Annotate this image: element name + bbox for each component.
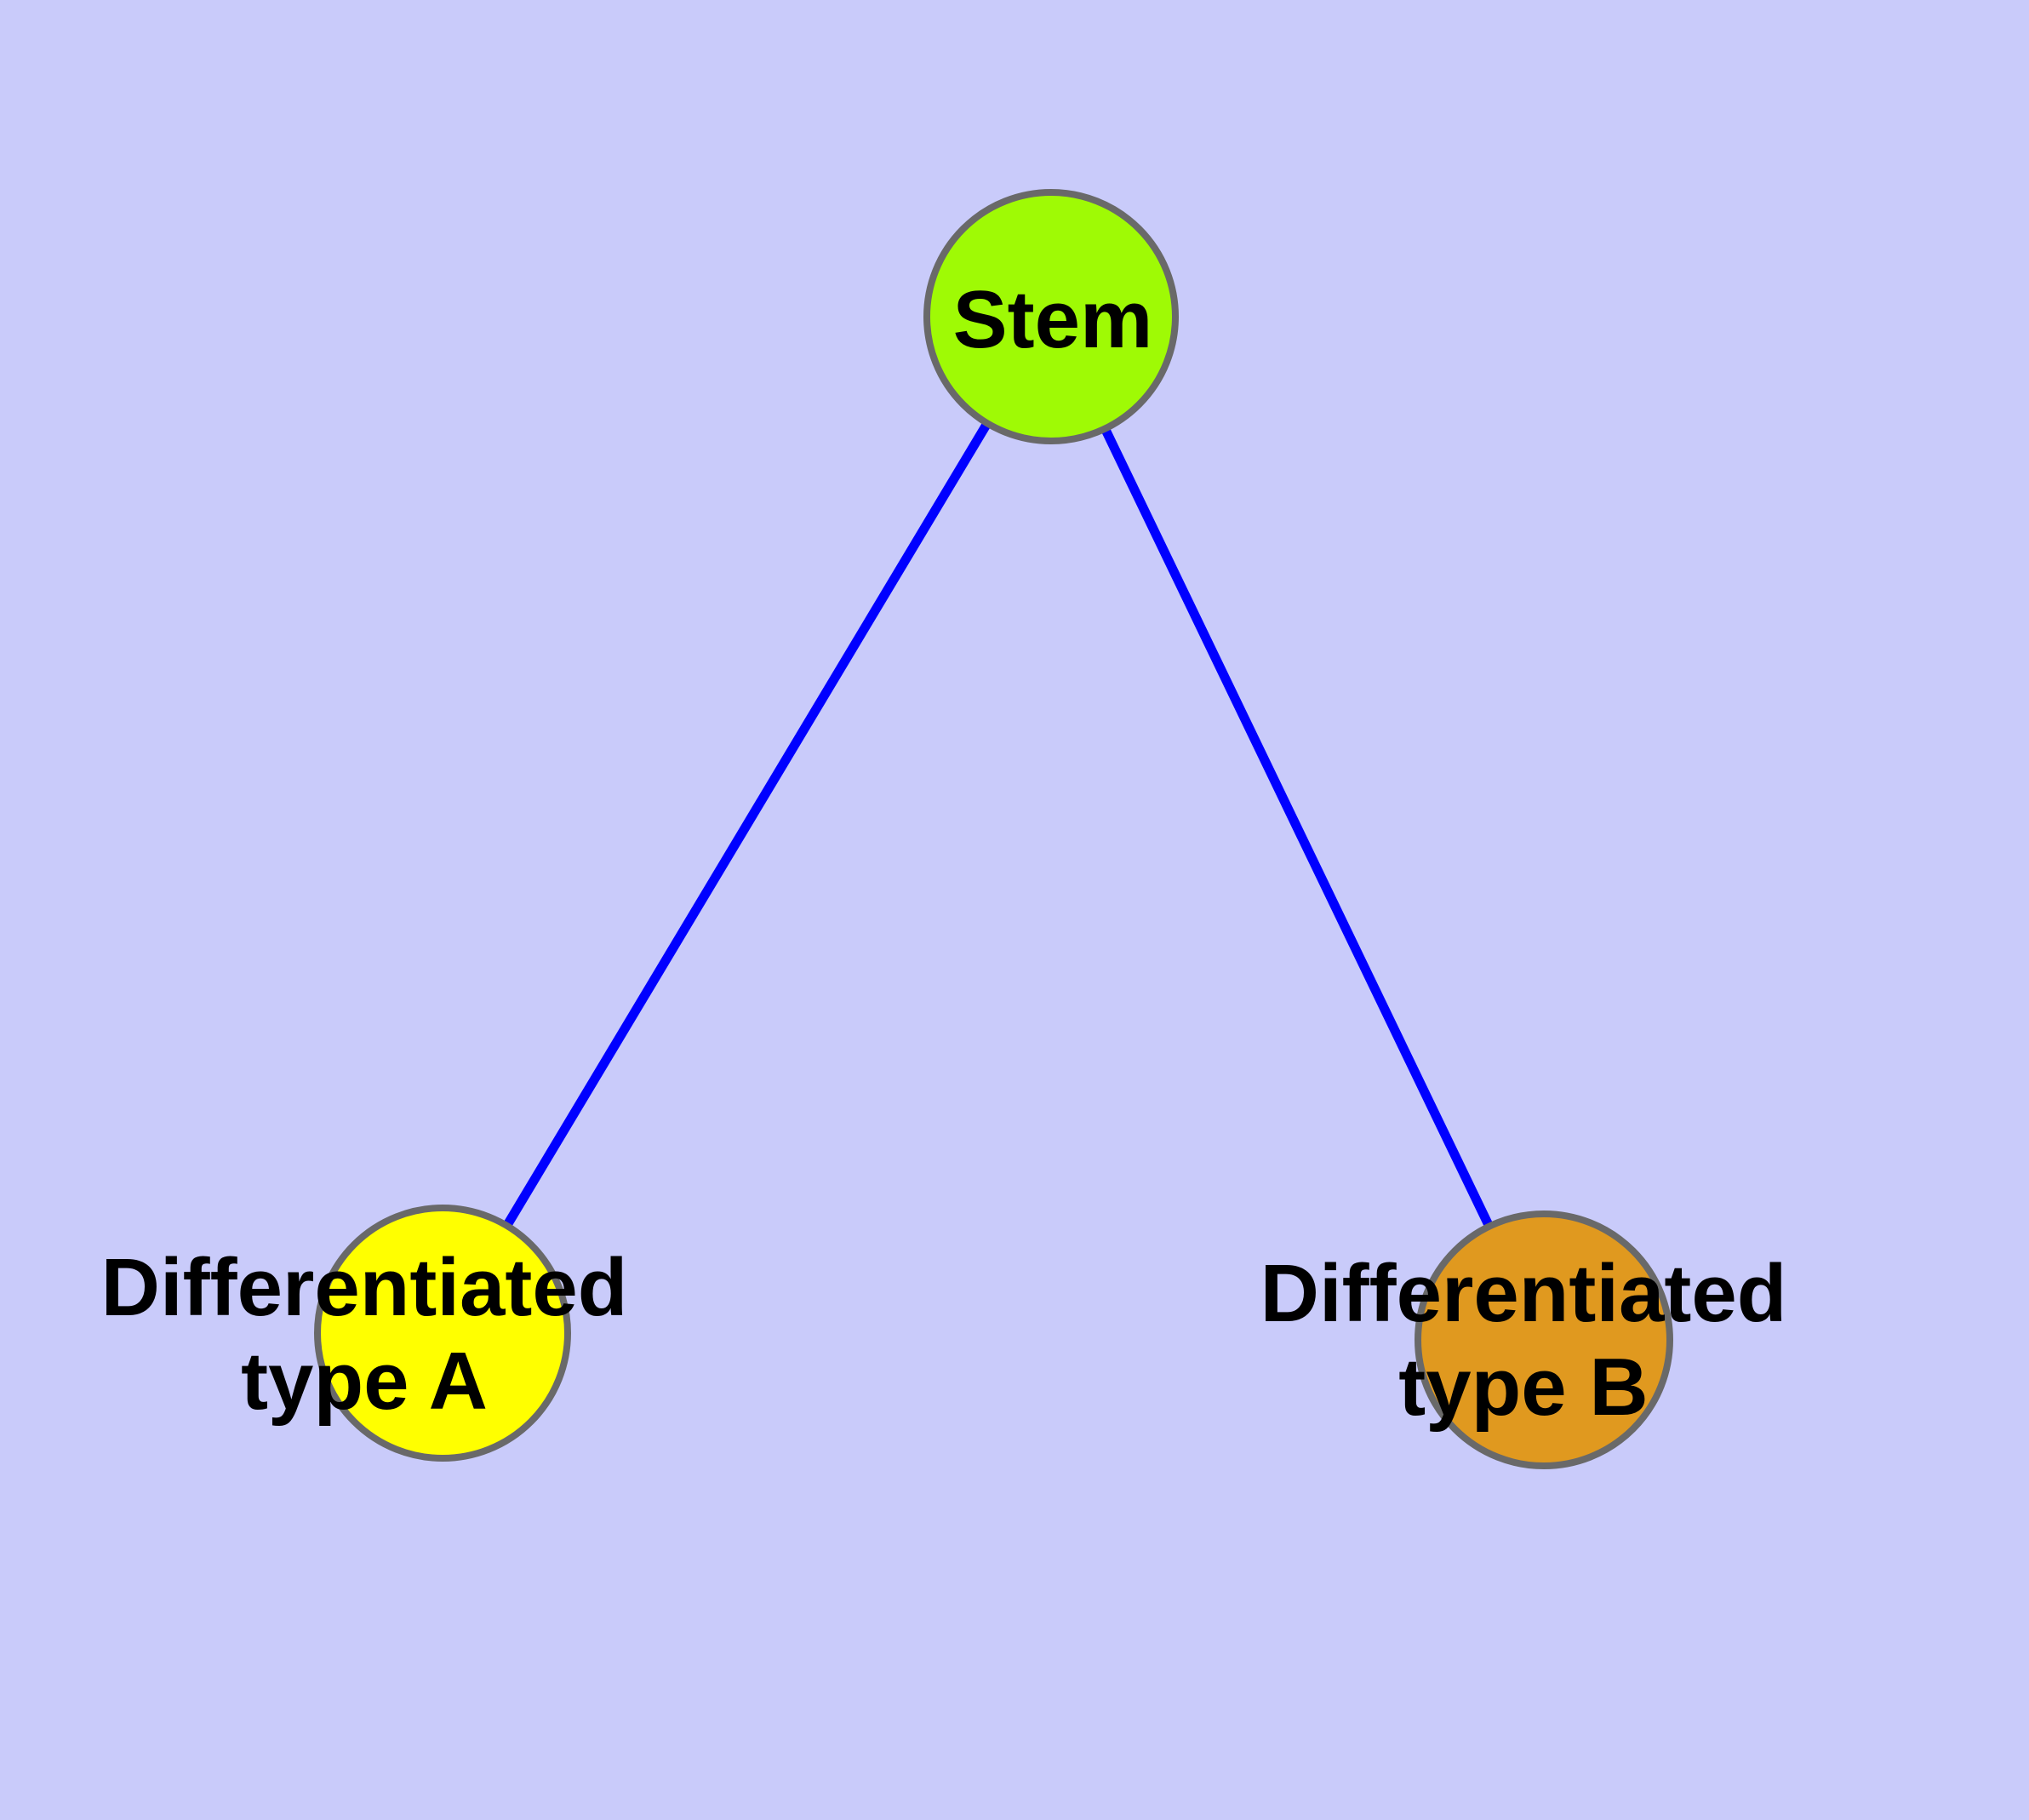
- node-diff-b-circle[interactable]: [1415, 1210, 1673, 1469]
- node-stem-label: Stem: [953, 274, 1153, 365]
- node-label-line: Differentiated: [101, 1242, 628, 1333]
- node-label-line: Differentiated: [1260, 1248, 1787, 1339]
- edge-stem-to-diff-b[interactable]: [1047, 314, 1548, 1342]
- node-diff-a-circle[interactable]: [314, 1205, 571, 1462]
- node-stem-circle[interactable]: [923, 189, 1179, 444]
- nodes-layer: [314, 189, 1673, 1469]
- node-label-line: type B: [1398, 1342, 1648, 1433]
- edges-layer: [438, 314, 1548, 1342]
- node-label-line: type A: [241, 1336, 488, 1427]
- node-label-line: Stem: [953, 274, 1153, 365]
- edge-stem-to-diff-a[interactable]: [438, 314, 1055, 1336]
